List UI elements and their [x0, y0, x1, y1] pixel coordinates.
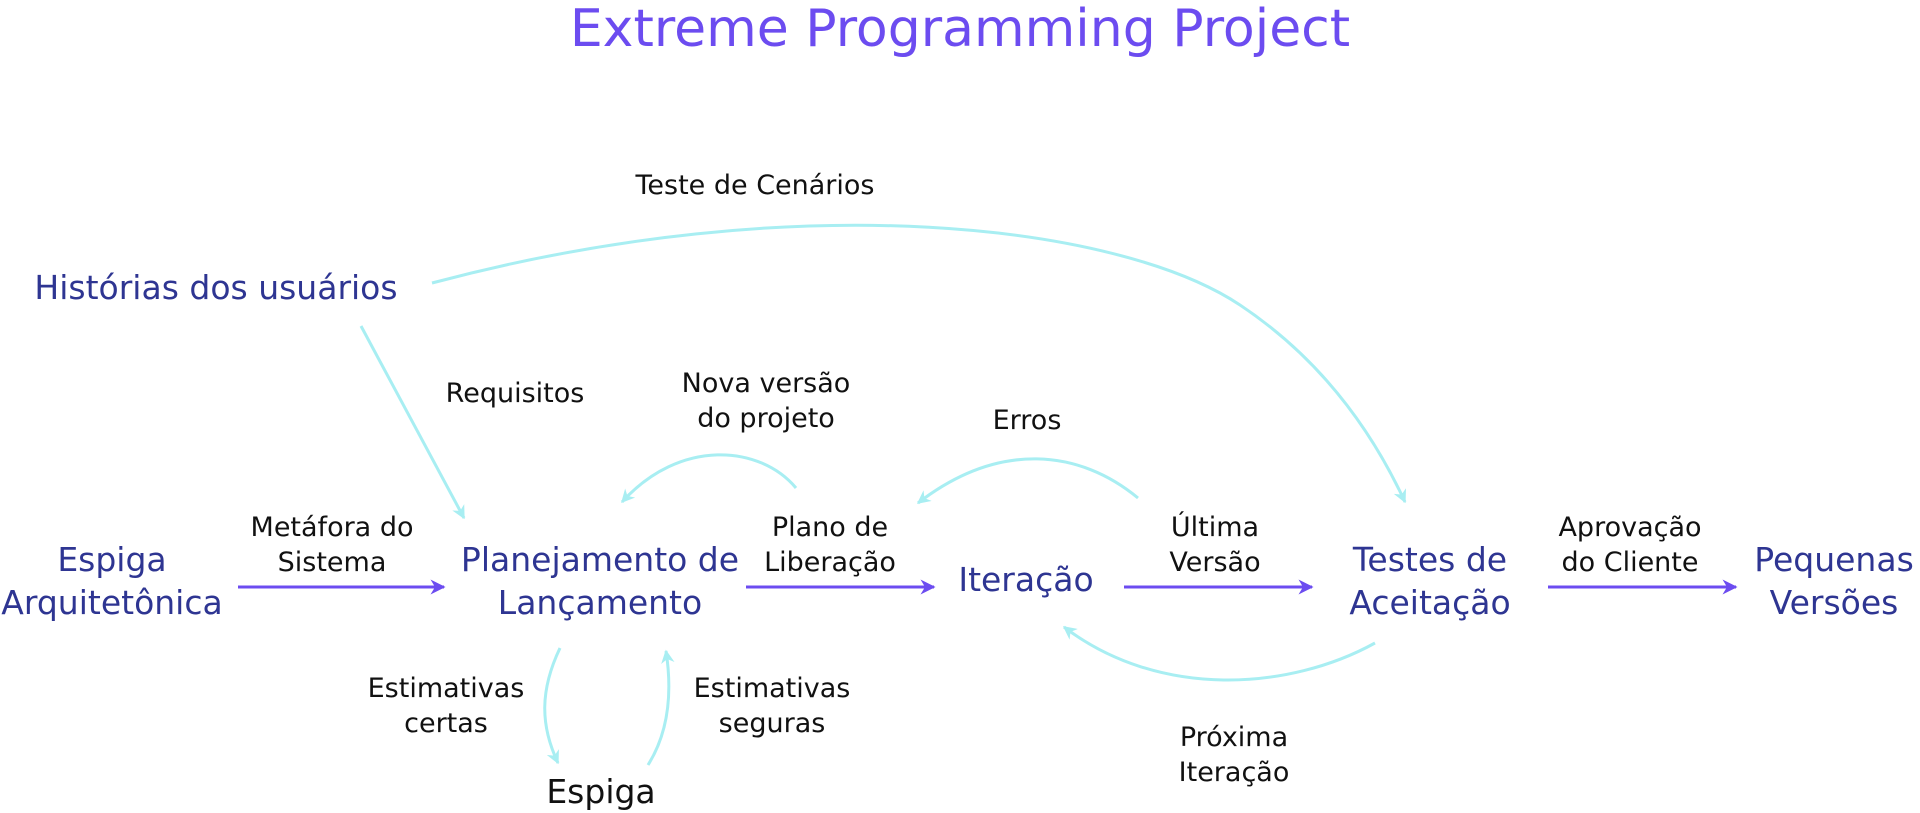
label-requisitos-line-1: Requisitos [445, 378, 585, 409]
label-est-certas-line-2: certas [404, 708, 488, 739]
label-estimativas-seguras: Estimativas seguras [694, 671, 851, 741]
arrow-estimativas-seguras [646, 649, 675, 766]
label-est-seguras-line-2: seguras [718, 708, 826, 739]
label-erros: Erros [993, 403, 1062, 438]
label-teste-de-cenarios-line-1: Teste de Cenários [635, 170, 875, 201]
label-plano-line-2: Liberação [764, 547, 896, 578]
label-ultima-versao: Última Versão [1169, 510, 1260, 580]
node-testes-de-aceitacao: Testes de Aceitação [1349, 538, 1510, 624]
label-teste-de-cenarios: Teste de Cenários [635, 168, 874, 203]
label-est-certas-line-1: Estimativas [367, 673, 525, 704]
arrow-estimativas-certas [543, 647, 562, 765]
node-pequenas-versoes: Pequenas Versões [1754, 538, 1914, 624]
arrow-requisitos [359, 325, 466, 520]
node-historias-line-1: Histórias dos usuários [34, 268, 398, 307]
label-metafora-line-2: Sistema [277, 547, 387, 578]
node-espiga: Espiga [546, 770, 655, 813]
label-aprovacao-line-1: Aprovação [1558, 512, 1702, 543]
label-est-seguras-line-1: Estimativas [693, 673, 851, 704]
node-planejamento-line-1: Planejamento de [460, 540, 740, 579]
node-testes-line-1: Testes de [1352, 540, 1508, 579]
node-planejamento-line-2: Lançamento [497, 583, 703, 622]
node-planejamento-de-lancamento: Planejamento de Lançamento [461, 538, 739, 624]
node-iteracao-line-1: Iteração [958, 560, 1094, 599]
node-historias-dos-usuarios: Histórias dos usuários [34, 266, 397, 309]
node-pequenas-line-2: Versões [1769, 583, 1899, 622]
arrow-nova-versao [620, 453, 798, 504]
label-nova-versao-line-1: Nova versão [681, 368, 851, 399]
label-proxima-line-2: Iteração [1178, 757, 1290, 788]
label-metafora-line-1: Metáfora do [250, 512, 414, 543]
node-espiga-arquitetonica: Espiga Arquitetônica [1, 538, 222, 624]
label-aprovacao-line-2: do Cliente [1561, 547, 1699, 578]
label-nova-versao-line-2: do projeto [697, 403, 835, 434]
label-proxima-line-1: Próxima [1179, 722, 1289, 753]
node-espiga-arq-line-2: Arquitetônica [1, 583, 223, 622]
label-requisitos: Requisitos [446, 376, 585, 411]
node-testes-line-2: Aceitação [1349, 583, 1511, 622]
node-iteracao: Iteração [958, 558, 1093, 601]
node-espiga-arq-line-1: Espiga [57, 540, 167, 579]
arrow-teste-de-cenarios [431, 223, 1407, 504]
node-espiga-line-1: Espiga [546, 772, 656, 811]
node-pequenas-line-1: Pequenas [1754, 540, 1914, 579]
label-erros-line-1: Erros [992, 405, 1062, 436]
arrow-proxima-iteracao [1062, 625, 1376, 682]
label-plano-line-1: Plano de [771, 512, 889, 543]
label-proxima-iteracao: Próxima Iteração [1179, 720, 1290, 790]
label-metafora-do-sistema: Metáfora do Sistema [251, 510, 414, 580]
label-ultima-line-1: Última [1170, 512, 1260, 543]
label-ultima-line-2: Versão [1169, 547, 1261, 578]
arrow-erros [916, 457, 1139, 505]
label-nova-versao: Nova versão do projeto [682, 366, 851, 436]
label-plano-de-liberacao: Plano de Liberação [764, 510, 896, 580]
diagram-title: Extreme Programming Project [569, 0, 1351, 59]
label-estimativas-certas: Estimativas certas [368, 671, 525, 741]
label-aprovacao-do-cliente: Aprovação do Cliente [1558, 510, 1701, 580]
